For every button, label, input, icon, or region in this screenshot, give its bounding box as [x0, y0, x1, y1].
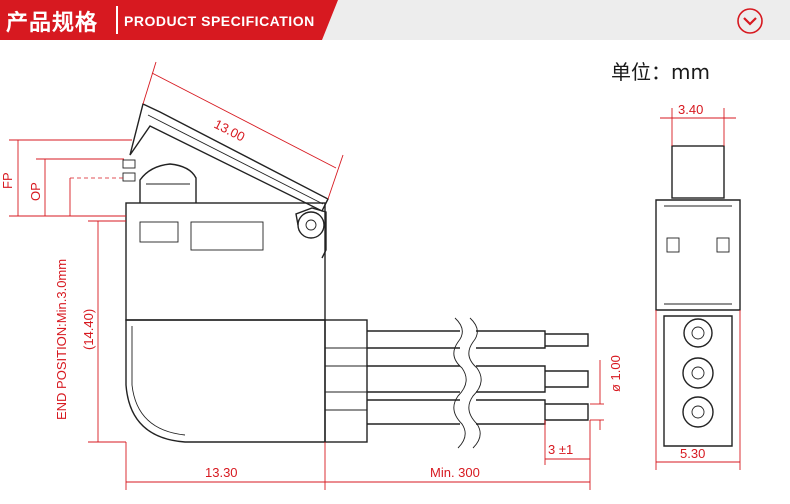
switch-body	[122, 159, 326, 321]
dim-op: OP	[28, 182, 43, 201]
lead-wires	[367, 317, 589, 449]
dim-top-width: 3.40	[678, 102, 703, 117]
dim-end-position: END POSITION:Min.3.0mm	[54, 259, 69, 420]
dim-strip-length: 3 ±1	[548, 442, 573, 457]
chevron-down-circle-icon[interactable]	[735, 6, 765, 36]
header-title-en: PRODUCT SPECIFICATION	[124, 13, 315, 29]
dim-height: (14.40)	[81, 309, 96, 350]
dim-body-width: 13.30	[205, 465, 238, 480]
dim-wire-diameter: ø 1.00	[608, 355, 623, 392]
header-title-cn: 产品规格	[6, 11, 99, 36]
overmold-cover	[125, 319, 368, 443]
dimension-lines	[9, 61, 604, 490]
dim-bottom-width: 5.30	[680, 446, 705, 461]
dim-fp: FP	[0, 172, 15, 189]
product-drawing: 13.00 FP OP END POSITION:Min.3.0mm (14.4…	[0, 61, 741, 490]
header-bar: 产品规格 PRODUCT SPECIFICATION	[0, 0, 790, 40]
unit-label: 单位：mm	[611, 60, 710, 84]
dim-lever-length: 13.00	[212, 116, 248, 144]
dim-lead-length: Min. 300	[430, 465, 480, 480]
front-view	[655, 108, 741, 470]
header-band	[0, 0, 338, 40]
header-divider	[116, 6, 118, 34]
